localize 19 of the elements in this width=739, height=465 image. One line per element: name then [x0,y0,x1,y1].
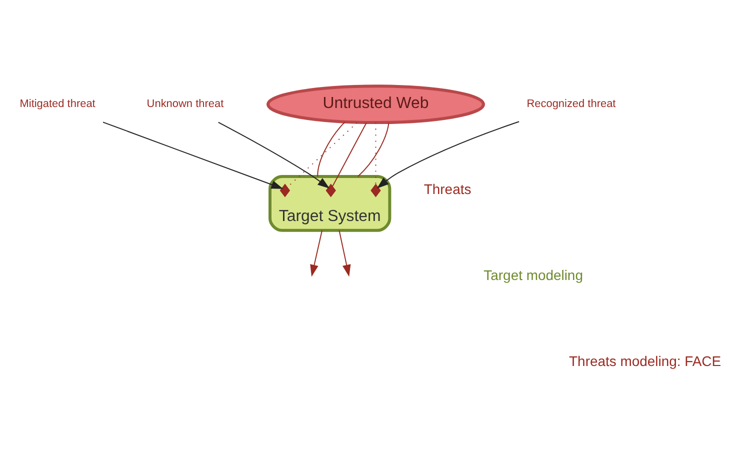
node-text: Unknown threat [146,98,224,110]
connector [375,122,376,184]
arrow [102,121,284,188]
connector [357,122,390,177]
connector [317,120,346,177]
arrow [376,120,520,188]
node-diamond [370,183,381,197]
label: Threats modeling: FACE [569,352,722,368]
label: Target modeling [484,266,583,282]
node-diamond [280,183,290,197]
node-text: Recognized threat [526,98,616,110]
node-ellipse: Untrusted Web [266,84,485,124]
node-diamond [326,183,336,197]
node-text: Mitigated threat [20,98,96,110]
label: Threats [424,180,472,197]
arrow [218,121,330,188]
arrow [310,229,323,276]
arrow [338,229,351,276]
connector [332,122,367,186]
